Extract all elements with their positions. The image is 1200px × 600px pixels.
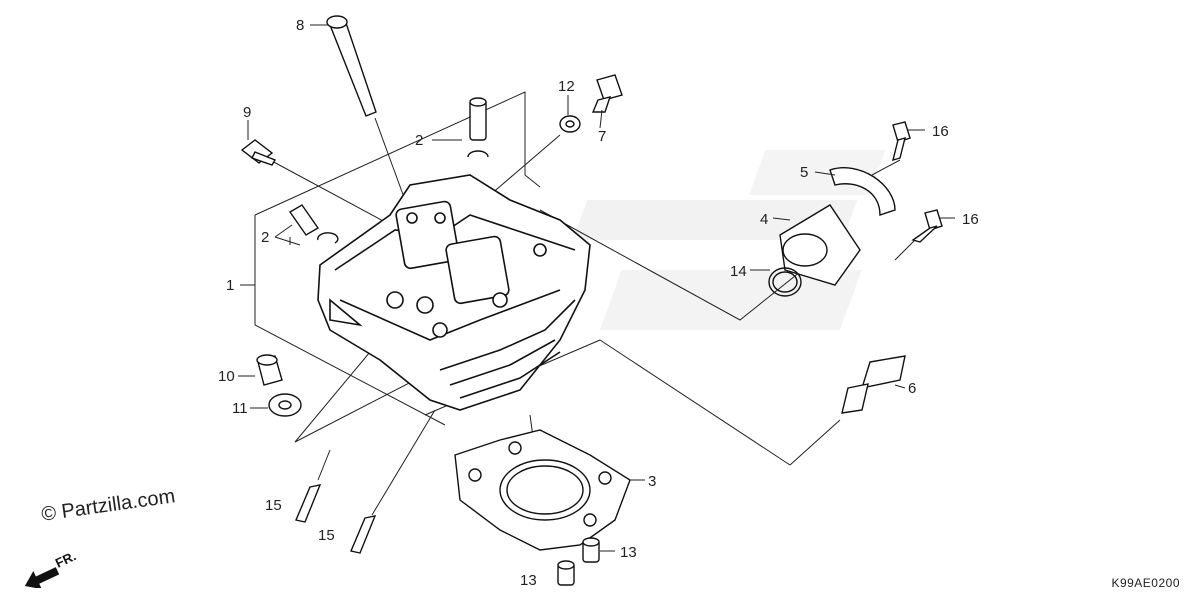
callout-15-right: 15 <box>318 527 335 544</box>
valve-guide-2-upper <box>467 97 489 158</box>
front-direction-arrow: FR. <box>24 548 78 588</box>
callout-labels: 1 2 2 3 4 5 6 7 8 9 10 11 12 13 13 14 15… <box>218 17 979 589</box>
callout-15-left: 15 <box>265 497 282 514</box>
leader-lines <box>238 24 955 552</box>
callout-12: 12 <box>558 78 575 95</box>
stud-bolt-15-left <box>295 484 322 523</box>
callout-13-bottom: 13 <box>520 572 537 589</box>
valve-stem-seal-10 <box>256 354 283 386</box>
diagram-code: K99AE0200 <box>1111 576 1180 590</box>
callout-16-bottom: 16 <box>962 211 979 228</box>
spark-plug-6 <box>841 355 906 414</box>
callout-1: 1 <box>226 277 234 294</box>
flange-bolt-9 <box>240 139 277 166</box>
stud-bolt-8 <box>326 15 377 117</box>
callout-8: 8 <box>296 17 304 34</box>
callout-9: 9 <box>243 104 251 121</box>
dowel-pin-13-right <box>582 537 600 563</box>
insulator-bolt-16-top <box>892 121 911 162</box>
sealing-washer-12 <box>559 115 581 133</box>
stud-bolt-15-right <box>350 515 377 554</box>
dowel-pin-13-bottom <box>557 560 575 586</box>
callout-3: 3 <box>648 473 656 490</box>
callout-7: 7 <box>598 128 606 145</box>
callout-4: 4 <box>760 211 768 228</box>
callout-2-left: 2 <box>261 229 269 246</box>
callout-2-upper: 2 <box>415 132 423 149</box>
callout-14: 14 <box>730 263 747 280</box>
callout-13-right: 13 <box>620 544 637 561</box>
insulator-bolt-16-bottom <box>911 209 943 243</box>
callout-16-top: 16 <box>932 123 949 140</box>
o-ring-14 <box>768 267 802 297</box>
washer-11 <box>268 393 302 417</box>
callout-5: 5 <box>800 164 808 181</box>
insulator-4 <box>779 204 861 286</box>
insulator-band-5 <box>829 167 896 216</box>
callout-6: 6 <box>908 380 916 397</box>
front-direction-label: FR. <box>53 548 78 570</box>
temp-sensor-7 <box>591 74 623 113</box>
cylinder-head-illustration <box>317 174 591 411</box>
callout-10: 10 <box>218 368 235 385</box>
valve-guide-2-left <box>288 204 339 244</box>
callout-11: 11 <box>232 400 248 417</box>
head-gasket-3 <box>454 429 631 551</box>
